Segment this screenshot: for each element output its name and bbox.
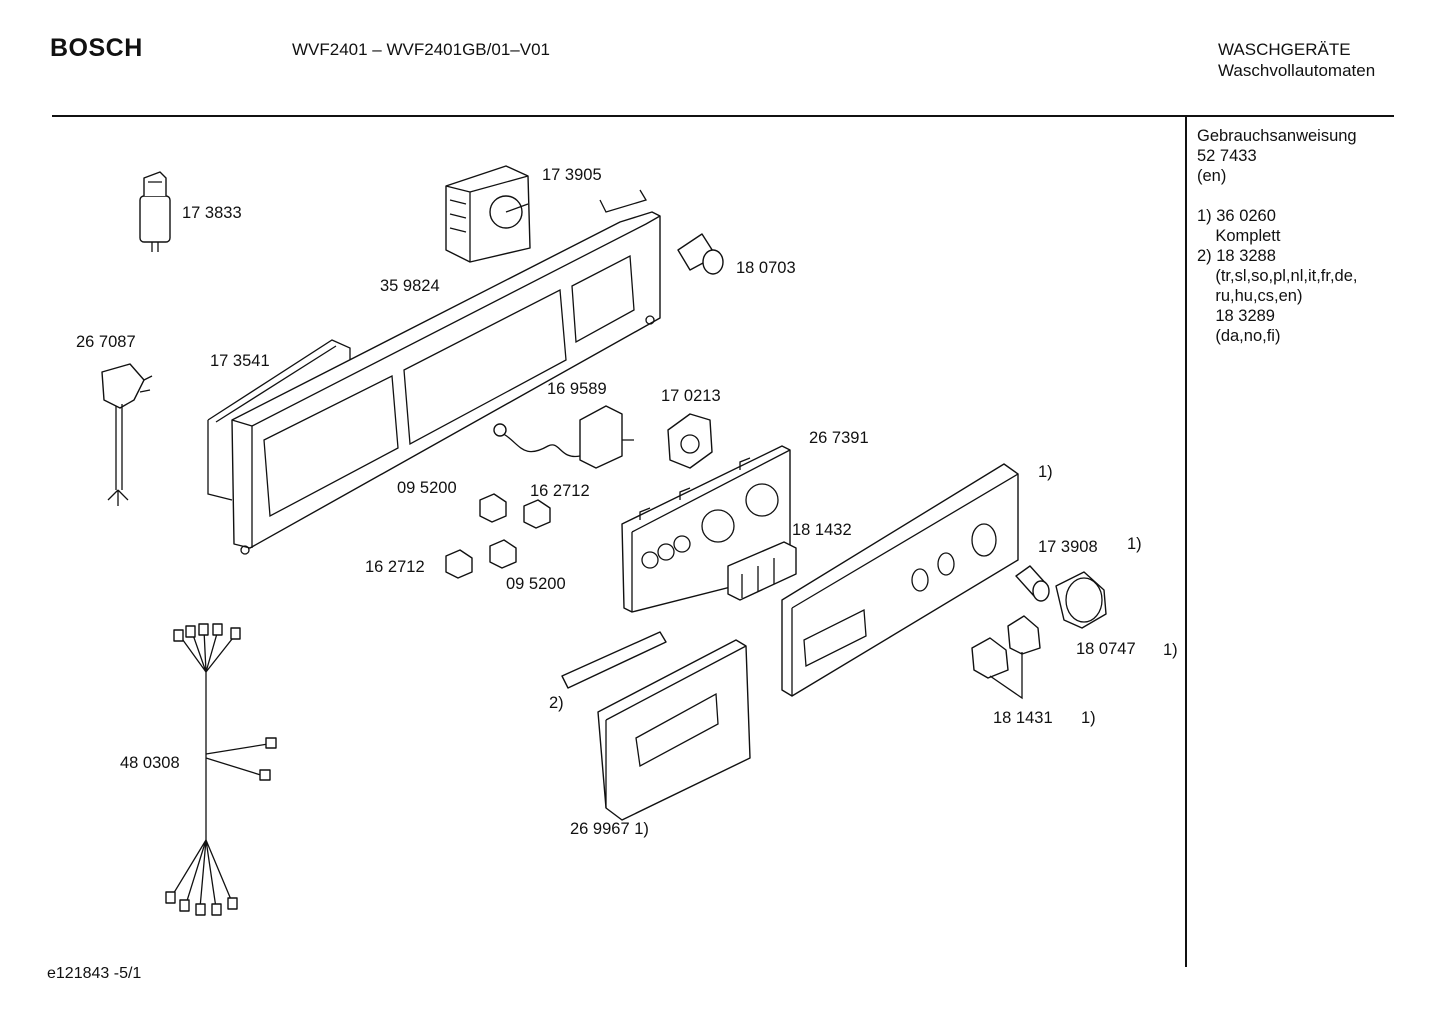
label-strip-part (561, 631, 667, 689)
category-title: WASCHGERÄTE (1218, 40, 1351, 59)
part-label-173905: 17 3905 (542, 166, 602, 184)
notes-panel: Gebrauchsanweisung 52 7433 (en) 1) 36 02… (1197, 127, 1358, 345)
control-panel-frame-part (231, 189, 661, 555)
selector-knob-part (1055, 571, 1107, 629)
part-label-173833: 17 3833 (182, 204, 242, 222)
button-bank-part (727, 541, 797, 601)
part-label-170213: 17 0213 (661, 387, 721, 405)
part-label-180703: 18 0703 (736, 259, 796, 277)
part-label-095200-top: 09 5200 (397, 479, 457, 497)
part-label-181431: 18 1431 (993, 709, 1053, 727)
brand-logo: BOSCH (50, 34, 143, 62)
label-strip-note-ref: 2) (549, 694, 564, 712)
knob-spacer-part (1015, 565, 1050, 602)
push-switch-part (445, 493, 551, 579)
knob-note-ref: 1) (1163, 641, 1178, 659)
programme-selector-part (445, 165, 531, 263)
spacer-note-ref: 1) (1127, 535, 1142, 553)
light-pipe-part (677, 233, 724, 275)
part-label-162712-top: 16 2712 (530, 482, 590, 500)
door-switch-part (667, 413, 713, 469)
wiring-harness-part (165, 623, 277, 916)
notes-divider (1185, 117, 1187, 967)
part-label-269967: 26 9967 1) (570, 820, 649, 838)
part-label-173908: 17 3908 (1038, 538, 1098, 556)
part-label-180747: 18 0747 (1076, 640, 1136, 658)
part-label-169589: 16 9589 (547, 380, 607, 398)
model-number: WVF2401 – WVF2401GB/01–V01 (292, 40, 550, 59)
push-button-part (971, 615, 1041, 700)
thermostat-part (493, 405, 634, 469)
drawing-reference: e121843 -5/1 (47, 965, 142, 982)
part-label-359824: 35 9824 (380, 277, 440, 295)
fascia-panel-part (781, 463, 1019, 697)
dispenser-handle-part (597, 639, 751, 821)
part-label-267087: 26 7087 (76, 333, 136, 351)
part-label-095200-bottom: 09 5200 (506, 575, 566, 593)
part-label-480308: 48 0308 (120, 754, 180, 772)
part-label-162712-bottom: 16 2712 (365, 558, 425, 576)
part-label-181432: 18 1432 (792, 521, 852, 539)
header-divider (52, 115, 1394, 117)
part-label-267391: 26 7391 (809, 429, 869, 447)
category-subtitle: Waschvollautomaten (1218, 61, 1376, 80)
part-label-173541: 17 3541 (210, 352, 270, 370)
button-note-ref: 1) (1081, 709, 1096, 727)
suppressor-capacitor-part (139, 171, 171, 252)
mains-cable-part (101, 363, 153, 506)
fascia-note-ref: 1) (1038, 463, 1053, 481)
panel-seal-part (207, 339, 351, 501)
